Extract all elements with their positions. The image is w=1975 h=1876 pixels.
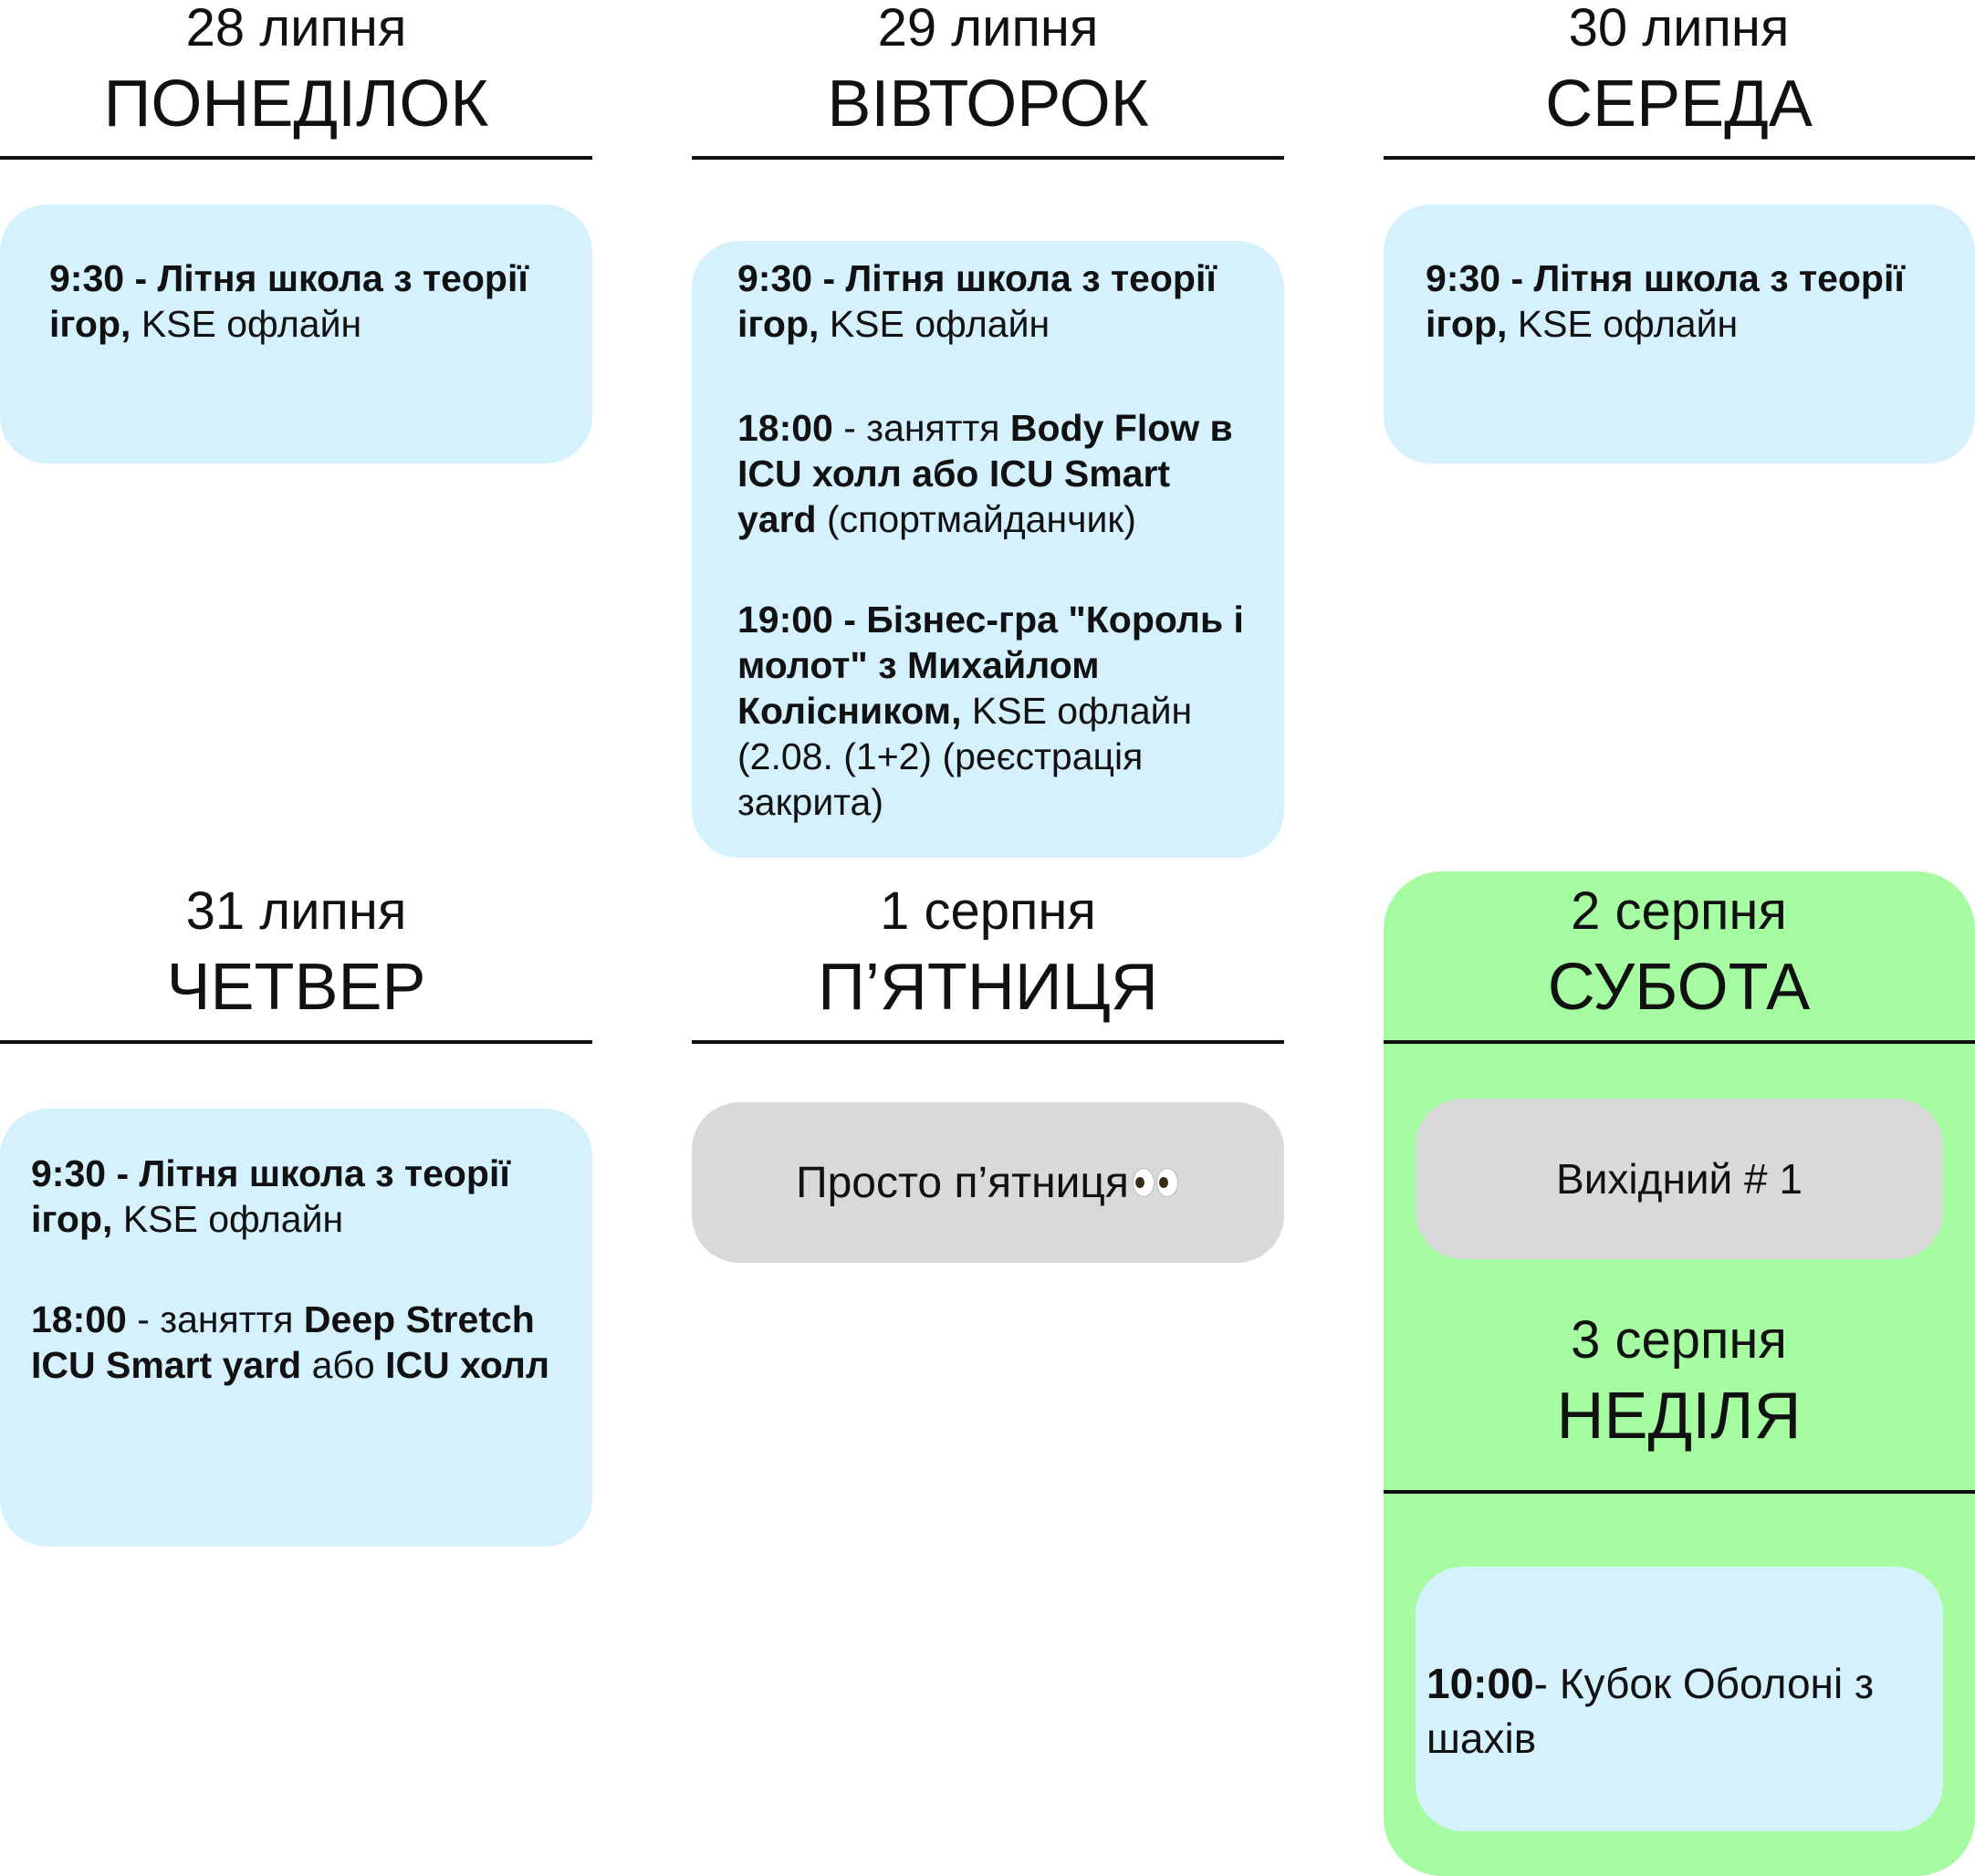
event-card-wednesday: 9:30 - Літня школа з теорії ігор, KSE оф…	[1384, 204, 1975, 464]
event-time: 18:00	[737, 407, 833, 449]
free-day-card-saturday: Вихідний # 1	[1416, 1099, 1943, 1259]
event-summer-school: 9:30 - Літня школа з теорії ігор, KSE оф…	[49, 255, 556, 347]
event-summer-school: 9:30 - Літня школа з теорії ігор, KSE оф…	[1426, 255, 1938, 347]
free-day-text: Просто п’ятниця	[796, 1158, 1129, 1207]
day-header-sunday: 3 серпня НЕДІЛЯ	[1383, 1310, 1975, 1454]
event-title: 19:00 - Бізнес-гра "Король і молот" з Ми…	[737, 599, 1244, 732]
day-date: 2 серпня	[1571, 881, 1787, 941]
event-connector: або	[301, 1344, 386, 1386]
day-header-friday: 1 серпня П’ЯТНИЦЯ	[692, 881, 1284, 1025]
free-day-card-friday: Просто п’ятниця	[692, 1102, 1284, 1263]
event-title: 9:30 - Літня школа з теорії ігор,	[1426, 257, 1905, 345]
day-date: 1 серпня	[880, 881, 1096, 941]
day-name: П’ЯТНИЦЯ	[818, 951, 1158, 1024]
header-divider	[692, 156, 1284, 160]
event-title: - Кубок Оболоні з шахів	[1426, 1660, 1875, 1762]
event-chess-cup: 10:00- Кубок Оболоні з шахів	[1426, 1656, 1925, 1766]
header-divider	[0, 1040, 592, 1044]
header-divider	[1384, 1040, 1975, 1044]
event-body-flow: 18:00 - заняття Body Flow в ICU холл або…	[737, 405, 1244, 542]
day-date: 31 липня	[185, 881, 407, 941]
event-summer-school: 9:30 - Літня школа з теорії ігор, KSE оф…	[737, 255, 1244, 347]
event-deep-stretch: 18:00 - заняття Deep Stretch ICU Smart y…	[31, 1297, 556, 1388]
day-header-thursday: 31 липня ЧЕТВЕР	[0, 881, 592, 1025]
day-date: 3 серпня	[1571, 1310, 1787, 1370]
day-name: СЕРЕДА	[1545, 68, 1813, 141]
day-name: ПОНЕДІЛОК	[103, 68, 489, 141]
event-location: (спортмайданчик)	[816, 498, 1136, 540]
day-name: СУБОТА	[1547, 951, 1811, 1024]
day-date: 30 липня	[1568, 0, 1790, 57]
event-business-game: 19:00 - Бізнес-гра "Король і молот" з Ми…	[737, 597, 1244, 825]
day-header-monday: 28 липня ПОНЕДІЛОК	[0, 0, 592, 141]
event-title: 9:30 - Літня школа з теорії ігор,	[49, 257, 528, 345]
header-divider	[1384, 1490, 1975, 1494]
day-date: 28 липня	[185, 0, 407, 57]
event-location: ICU холл	[385, 1344, 549, 1386]
event-time: 18:00	[31, 1298, 127, 1340]
event-type: - заняття	[832, 407, 1010, 449]
eyes-icon	[1132, 1166, 1180, 1199]
event-card-sunday: 10:00- Кубок Оболоні з шахів	[1416, 1567, 1943, 1831]
day-header-tuesday: 29 липня ВІВТОРОК	[692, 0, 1284, 141]
day-date: 29 липня	[877, 0, 1099, 57]
event-title: Deep Stretch ICU Smart yard	[31, 1298, 535, 1386]
event-location: KSE офлайн	[112, 1198, 344, 1240]
header-divider	[0, 156, 592, 160]
day-name: НЕДІЛЯ	[1556, 1380, 1802, 1453]
event-title: Body Flow в ICU холл або ICU Smart yard	[737, 407, 1233, 540]
event-type: - заняття	[126, 1298, 304, 1340]
day-name: ЧЕТВЕР	[166, 951, 426, 1024]
event-time: 10:00	[1426, 1660, 1534, 1707]
event-card-monday: 9:30 - Літня школа з теорії ігор, KSE оф…	[0, 204, 592, 464]
day-name: ВІВТОРОК	[827, 68, 1149, 141]
event-card-thursday: 9:30 - Літня школа з теорії ігор, KSE оф…	[0, 1109, 592, 1547]
event-title: 9:30 - Літня школа з теорії ігор,	[31, 1152, 510, 1240]
event-location: KSE офлайн	[819, 303, 1050, 345]
event-location: KSE офлайн	[131, 303, 362, 345]
event-summer-school: 9:30 - Літня школа з теорії ігор, KSE оф…	[31, 1151, 556, 1242]
event-location: KSE офлайн	[1507, 303, 1739, 345]
event-card-tuesday: 9:30 - Літня школа з теорії ігор, KSE оф…	[692, 241, 1284, 858]
day-header-saturday: 2 серпня СУБОТА	[1383, 881, 1975, 1025]
header-divider	[1384, 156, 1975, 160]
free-day-text: Вихідний # 1	[1556, 1155, 1803, 1203]
header-divider	[692, 1040, 1284, 1044]
event-title: 9:30 - Літня школа з теорії ігор,	[737, 257, 1217, 345]
event-location: KSE офлайн (2.08. (1+2) (реєстрація закр…	[737, 690, 1193, 823]
day-header-wednesday: 30 липня СЕРЕДА	[1383, 0, 1975, 141]
